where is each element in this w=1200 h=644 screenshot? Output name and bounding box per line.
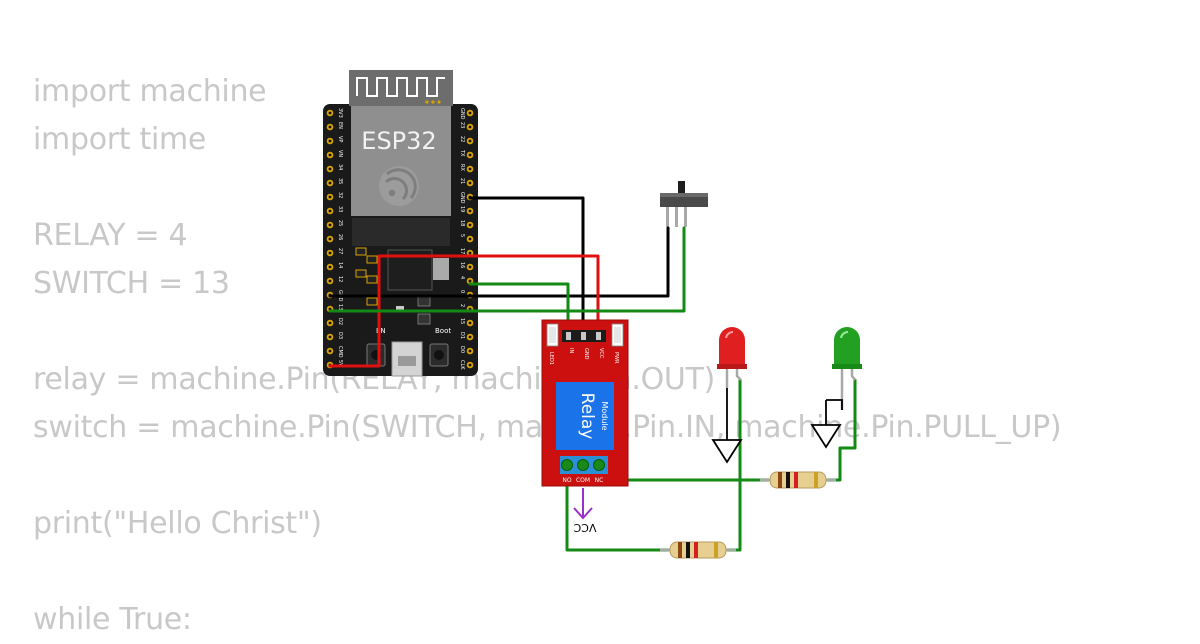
relay-led1-label: LED1 bbox=[548, 352, 554, 365]
vcc-source: VCC bbox=[573, 488, 596, 534]
ground-symbol-green-icon bbox=[810, 399, 843, 449]
esp32-pin-label: 18 bbox=[459, 220, 465, 226]
esp32-pin-label: 22 bbox=[459, 136, 465, 142]
wire-5v-relay bbox=[328, 254, 600, 368]
led-green-cathode bbox=[850, 369, 856, 381]
resistor-upper[interactable] bbox=[760, 471, 836, 489]
esp32-pin-label: 0 bbox=[459, 290, 465, 293]
esp32-pin-label: D3 bbox=[337, 332, 343, 339]
esp32-pin-label: 26 bbox=[337, 234, 343, 240]
esp32-pin-label: 15 bbox=[459, 318, 465, 324]
esp32-pin-label: 16 bbox=[459, 262, 465, 268]
code-line: RELAY = 4 bbox=[33, 218, 188, 253]
boot-button-label: Boot bbox=[435, 327, 451, 335]
esp32-lower-shield bbox=[352, 218, 450, 246]
wire-pin13-switch bbox=[328, 226, 686, 313]
led-red[interactable] bbox=[717, 327, 747, 388]
relay-coil bbox=[556, 382, 614, 450]
esp32-pin-label: 34 bbox=[337, 164, 343, 170]
esp32-pin-label: 27 bbox=[337, 248, 343, 254]
esp32-pin-label: 19 bbox=[459, 206, 465, 212]
esp32-pin-label: 25 bbox=[337, 220, 343, 226]
esp32-pin-label: 5V bbox=[337, 360, 343, 367]
code-line: print("Hello Christ") bbox=[33, 506, 322, 541]
relay-sublabel: Module bbox=[600, 401, 609, 430]
esp32-pin-label: TX bbox=[459, 149, 465, 157]
wire-pin4-relay bbox=[468, 282, 570, 332]
wire-no-resistor bbox=[565, 467, 670, 552]
relay-pin-gnd: GND bbox=[583, 348, 589, 360]
espressif-logo-icon bbox=[379, 166, 419, 206]
esp32-pin-label: 3V3 bbox=[337, 108, 343, 118]
relay-pin-vcc: VCC bbox=[598, 348, 604, 359]
esp32-pin-label: 17 bbox=[459, 248, 465, 254]
led-green[interactable] bbox=[832, 327, 862, 410]
code-line: SWITCH = 13 bbox=[33, 266, 230, 301]
terminal-com[interactable] bbox=[577, 459, 589, 471]
terminal-com-label: COM bbox=[576, 477, 590, 484]
esp32-pin-label: 14 bbox=[337, 262, 343, 268]
esp32-pin-label: 4 bbox=[459, 276, 465, 279]
esp32-left-pins: 3V3ENVPVN343532332526271412GND13D2D3CMD5… bbox=[326, 108, 343, 369]
esp32-pin-label: 5 bbox=[459, 234, 465, 237]
esp32-pin-label: 2 bbox=[459, 304, 465, 307]
esp32-pin-label: CMD bbox=[337, 346, 343, 358]
terminal-nc-label: NC bbox=[595, 477, 604, 484]
antenna-trace bbox=[356, 77, 445, 97]
en-button-label: EN bbox=[376, 327, 386, 335]
esp32-pin-label: GND bbox=[459, 192, 465, 204]
switch-leg-2 bbox=[675, 207, 678, 227]
slide-switch[interactable] bbox=[660, 181, 708, 227]
terminal-nc[interactable] bbox=[593, 459, 605, 471]
relay-module[interactable]: IN GND VCC LED1 PWR Relay Module NO COM … bbox=[541, 319, 629, 487]
esp32-pin-label: D0 bbox=[459, 346, 465, 353]
led-red-cathode bbox=[735, 369, 742, 381]
esp32-pin-label: CLK bbox=[459, 360, 465, 370]
resistor-lower[interactable] bbox=[660, 541, 736, 559]
wire-gnd-relay bbox=[468, 196, 585, 332]
esp32-pin-label: 23 bbox=[459, 122, 465, 128]
terminal-no-label: NO bbox=[562, 477, 571, 484]
relay-pin-in: IN bbox=[568, 348, 574, 353]
esp32-pin-label: 21 bbox=[459, 178, 465, 184]
esp32-pin-label: RX bbox=[459, 164, 465, 171]
vcc-arrow-icon bbox=[573, 488, 593, 520]
wire-resistor-led-red bbox=[726, 378, 742, 552]
esp32-pin-label: D1 bbox=[459, 332, 465, 339]
esp32-pin-label: D2 bbox=[337, 318, 343, 325]
wire-gnd-switch bbox=[328, 226, 670, 298]
esp32-pin-label: EN bbox=[337, 122, 343, 129]
esp32-pin-label: VP bbox=[337, 136, 343, 142]
esp32-pin-label: VN bbox=[337, 150, 343, 157]
esp32-pin-label: 33 bbox=[337, 206, 343, 212]
esp32-pin-label: 13 bbox=[337, 304, 343, 310]
code-line: import time bbox=[33, 122, 207, 157]
ground-symbol-red-icon bbox=[711, 388, 743, 464]
esp32-pin-label: 32 bbox=[337, 192, 343, 198]
switch-leg-1 bbox=[666, 207, 669, 227]
esp32-pin-label: GND bbox=[459, 108, 465, 120]
vcc-label: VCC bbox=[573, 521, 596, 534]
esp32-label: ESP32 bbox=[361, 127, 436, 155]
regulator-chip bbox=[433, 258, 449, 280]
terminal-no[interactable] bbox=[561, 459, 573, 471]
switch-lever[interactable] bbox=[678, 181, 685, 193]
relay-pwr-label: PWR bbox=[613, 352, 619, 364]
esp32-pin-label: 12 bbox=[337, 276, 343, 282]
esp32-pin-label: 35 bbox=[337, 178, 343, 184]
switch-leg-3 bbox=[684, 207, 687, 227]
code-line: import machine bbox=[33, 74, 267, 109]
relay-label: Relay bbox=[577, 393, 597, 440]
code-line: switch = machine.Pin(SWITCH, machine.Pin… bbox=[33, 410, 1062, 445]
